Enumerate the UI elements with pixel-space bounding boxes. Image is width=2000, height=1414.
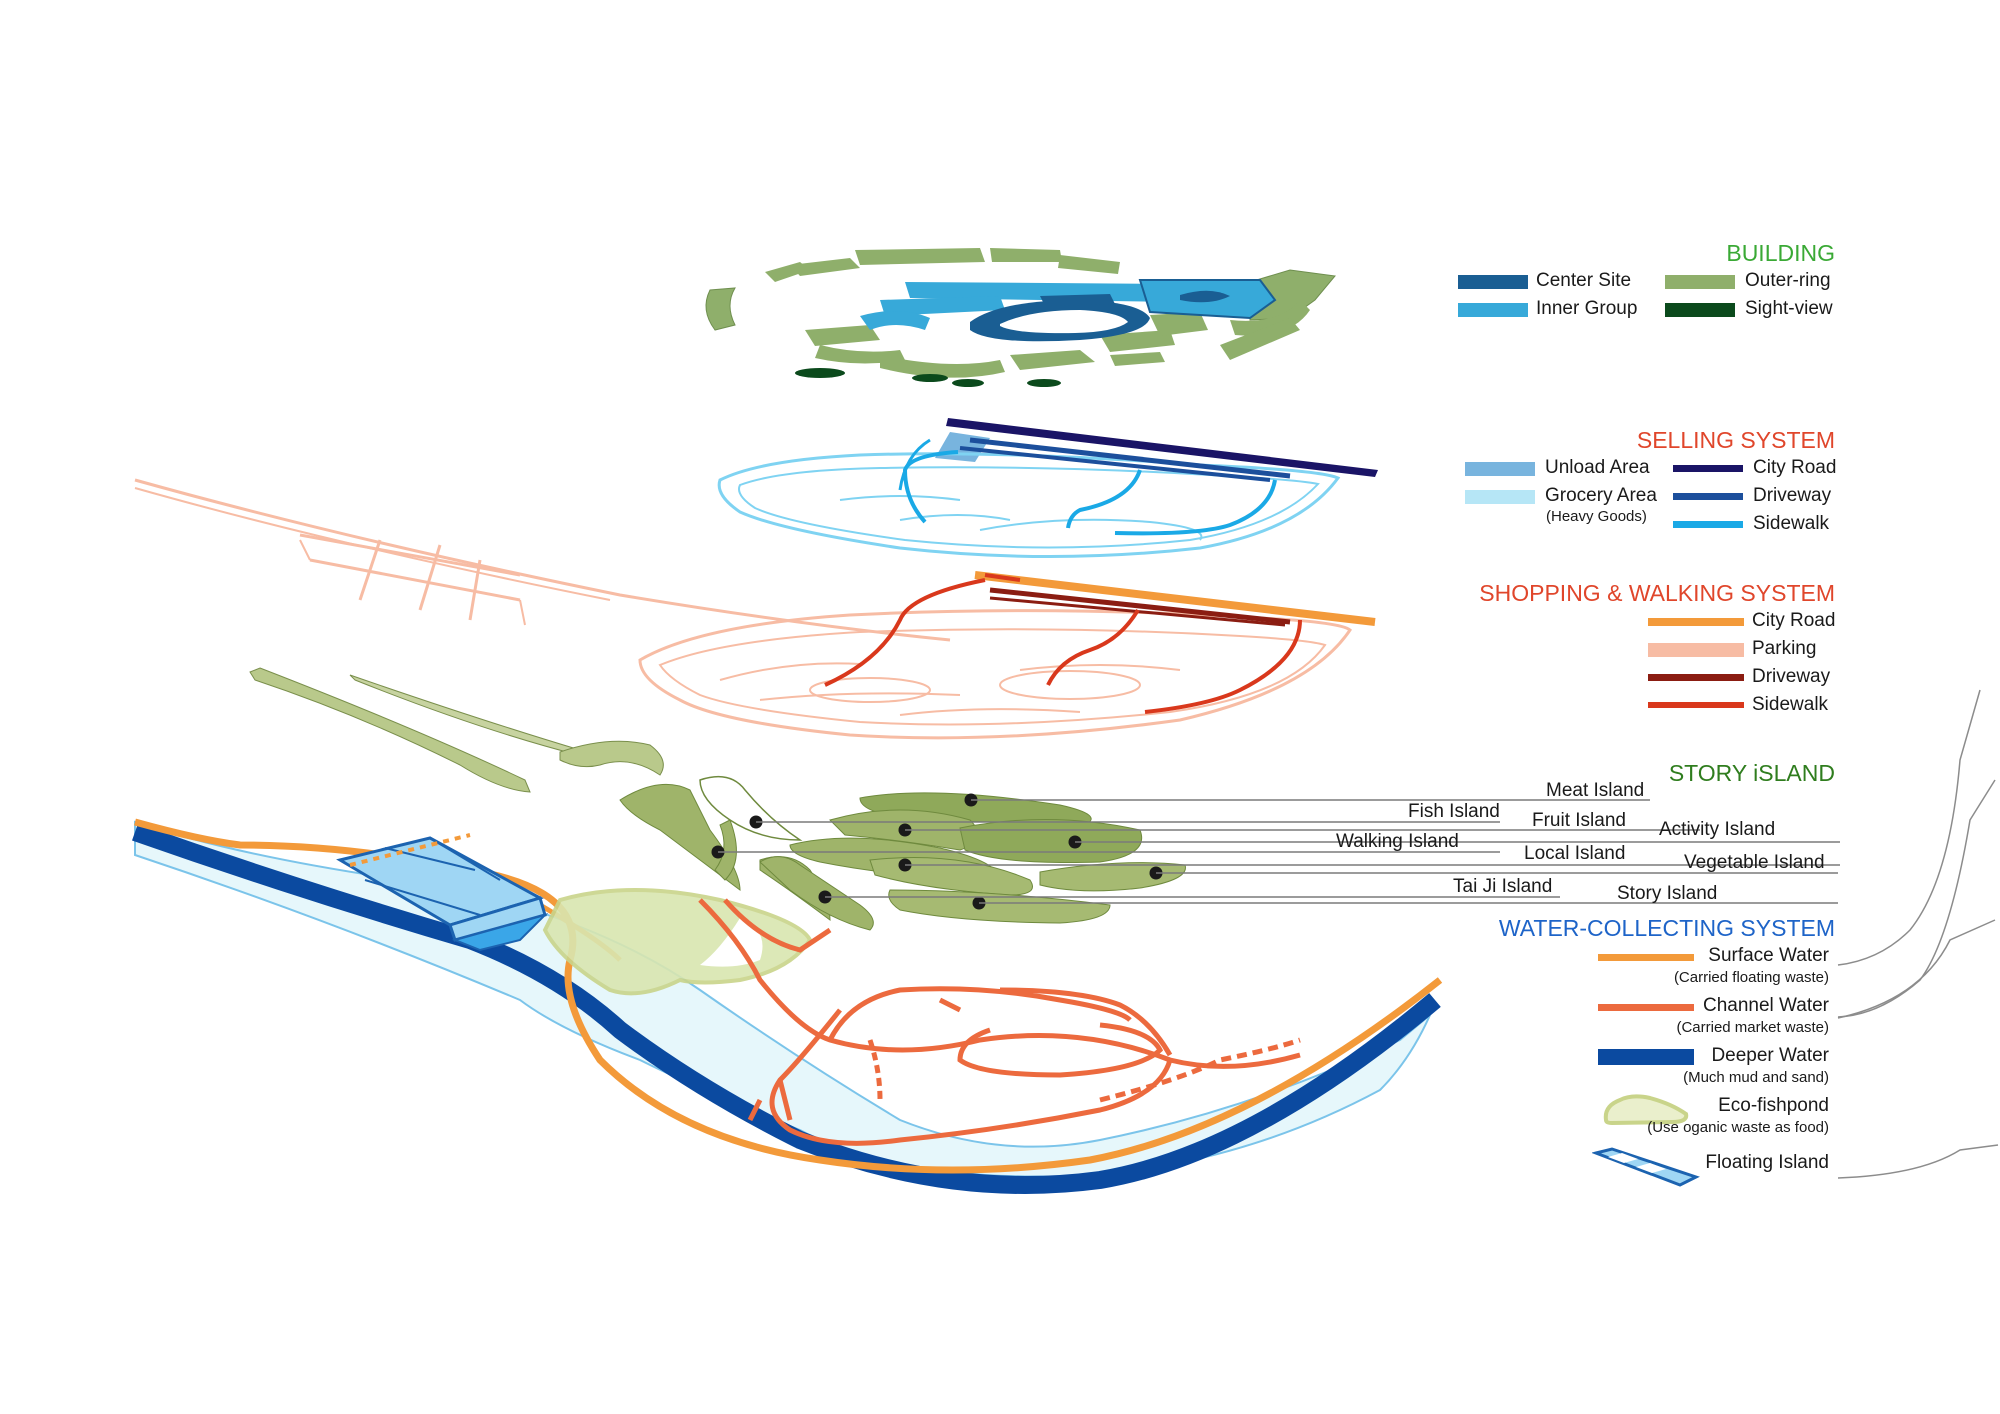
water-legend: WATER-COLLECTING SYSTEM Surface Water (C… [1440,915,1835,1187]
channel-water-note: (Carried market waste) [1676,1019,1829,1036]
sidewalk-shopping-label: Sidewalk [1752,694,1829,715]
sidewalk-selling-swatch [1673,521,1743,528]
center-site-swatch [1458,275,1528,289]
grocery-area-swatch [1465,490,1535,504]
story-island-title: STORY iSLAND [1668,760,1835,786]
selling-layer [717,418,1378,558]
city-road-selling-swatch [1673,465,1743,472]
tai-ji-island-label: Tai Ji Island [1453,876,1553,897]
unload-area-label: Unload Area [1545,457,1650,478]
fish-island-label: Fish Island [1408,801,1500,822]
driveway-selling-swatch [1673,493,1743,500]
inner-group-label: Inner Group [1536,298,1638,319]
selling-title: SELLING SYSTEM [1636,427,1835,453]
driveway-selling-label: Driveway [1753,485,1832,506]
grocery-area-label: Grocery Area [1545,485,1657,506]
grocery-area-note: (Heavy Goods) [1546,508,1647,525]
shopping-title: SHOPPING & WALKING SYSTEM [1479,580,1835,606]
meat-island-label: Meat Island [1546,780,1645,801]
channel-water-swatch [1598,1004,1694,1011]
outer-ring-label: Outer-ring [1745,270,1831,291]
channel-water-network [698,898,1301,1146]
sidewalk-shopping-swatch [1648,702,1744,708]
floating-island-label: Floating Island [1705,1152,1829,1173]
city-road-shopping-swatch [1648,618,1744,626]
local-island-label: Local Island [1524,843,1626,864]
water-title: WATER-COLLECTING SYSTEM [1498,915,1835,941]
unload-area-swatch [1465,462,1535,476]
outer-ring-swatch [1665,275,1735,289]
building-layer [705,248,1336,387]
shopping-layer [134,478,1376,740]
eco-fishpond-note: (Use oganic waste as food) [1647,1119,1829,1136]
floating-island-swatch [1592,1147,1700,1187]
sight-view-swatch [1665,303,1735,317]
center-site-label: Center Site [1536,270,1632,291]
water-layer [132,818,1443,1194]
parking-label: Parking [1752,638,1817,659]
channel-water-label: Channel Water [1702,995,1829,1016]
eco-fishpond-swatch [1603,1094,1689,1126]
inner-group-swatch [1458,303,1528,317]
driveway-shopping-label: Driveway [1752,666,1831,687]
walking-island-label: Walking Island [1336,831,1459,852]
surface-water-swatch [1598,954,1694,961]
legend-leaders [1837,689,1999,1179]
selling-legend: SELLING SYSTEM Unload Area Grocery Area … [1440,427,1837,537]
city-road-selling-label: City Road [1753,457,1837,478]
parking-swatch [1648,643,1744,657]
activity-island-label: Activity Island [1659,819,1776,840]
shopping-legend: SHOPPING & WALKING SYSTEM City Road Park… [1440,580,1835,720]
building-legend: BUILDING Center Site Inner Group Outer-r… [1440,240,1835,330]
building-title: BUILDING [1726,240,1835,266]
story-island-legend: STORY iSLAND [1440,760,1835,800]
sight-view-label: Sight-view [1745,298,1833,319]
island-leader-lines [718,799,1840,904]
story-island-layer [249,667,1840,931]
deeper-water-note: (Much mud and sand) [1683,1069,1829,1086]
story-island-label: Story Island [1617,883,1718,904]
city-road-shopping-label: City Road [1752,610,1836,631]
vegetable-island-label: Vegetable Island [1684,852,1825,873]
surface-water-label: Surface Water [1708,945,1829,966]
deeper-water-label: Deeper Water [1711,1045,1829,1066]
floating-island-grid [336,833,549,952]
driveway-shopping-swatch [1648,674,1744,681]
deeper-water-swatch [1598,1049,1694,1065]
surface-water-note: (Carried floating waste) [1673,969,1829,986]
sidewalk-selling-label: Sidewalk [1753,513,1830,534]
eco-fishpond-label: Eco-fishpond [1718,1095,1829,1116]
fruit-island-label: Fruit Island [1532,810,1626,831]
